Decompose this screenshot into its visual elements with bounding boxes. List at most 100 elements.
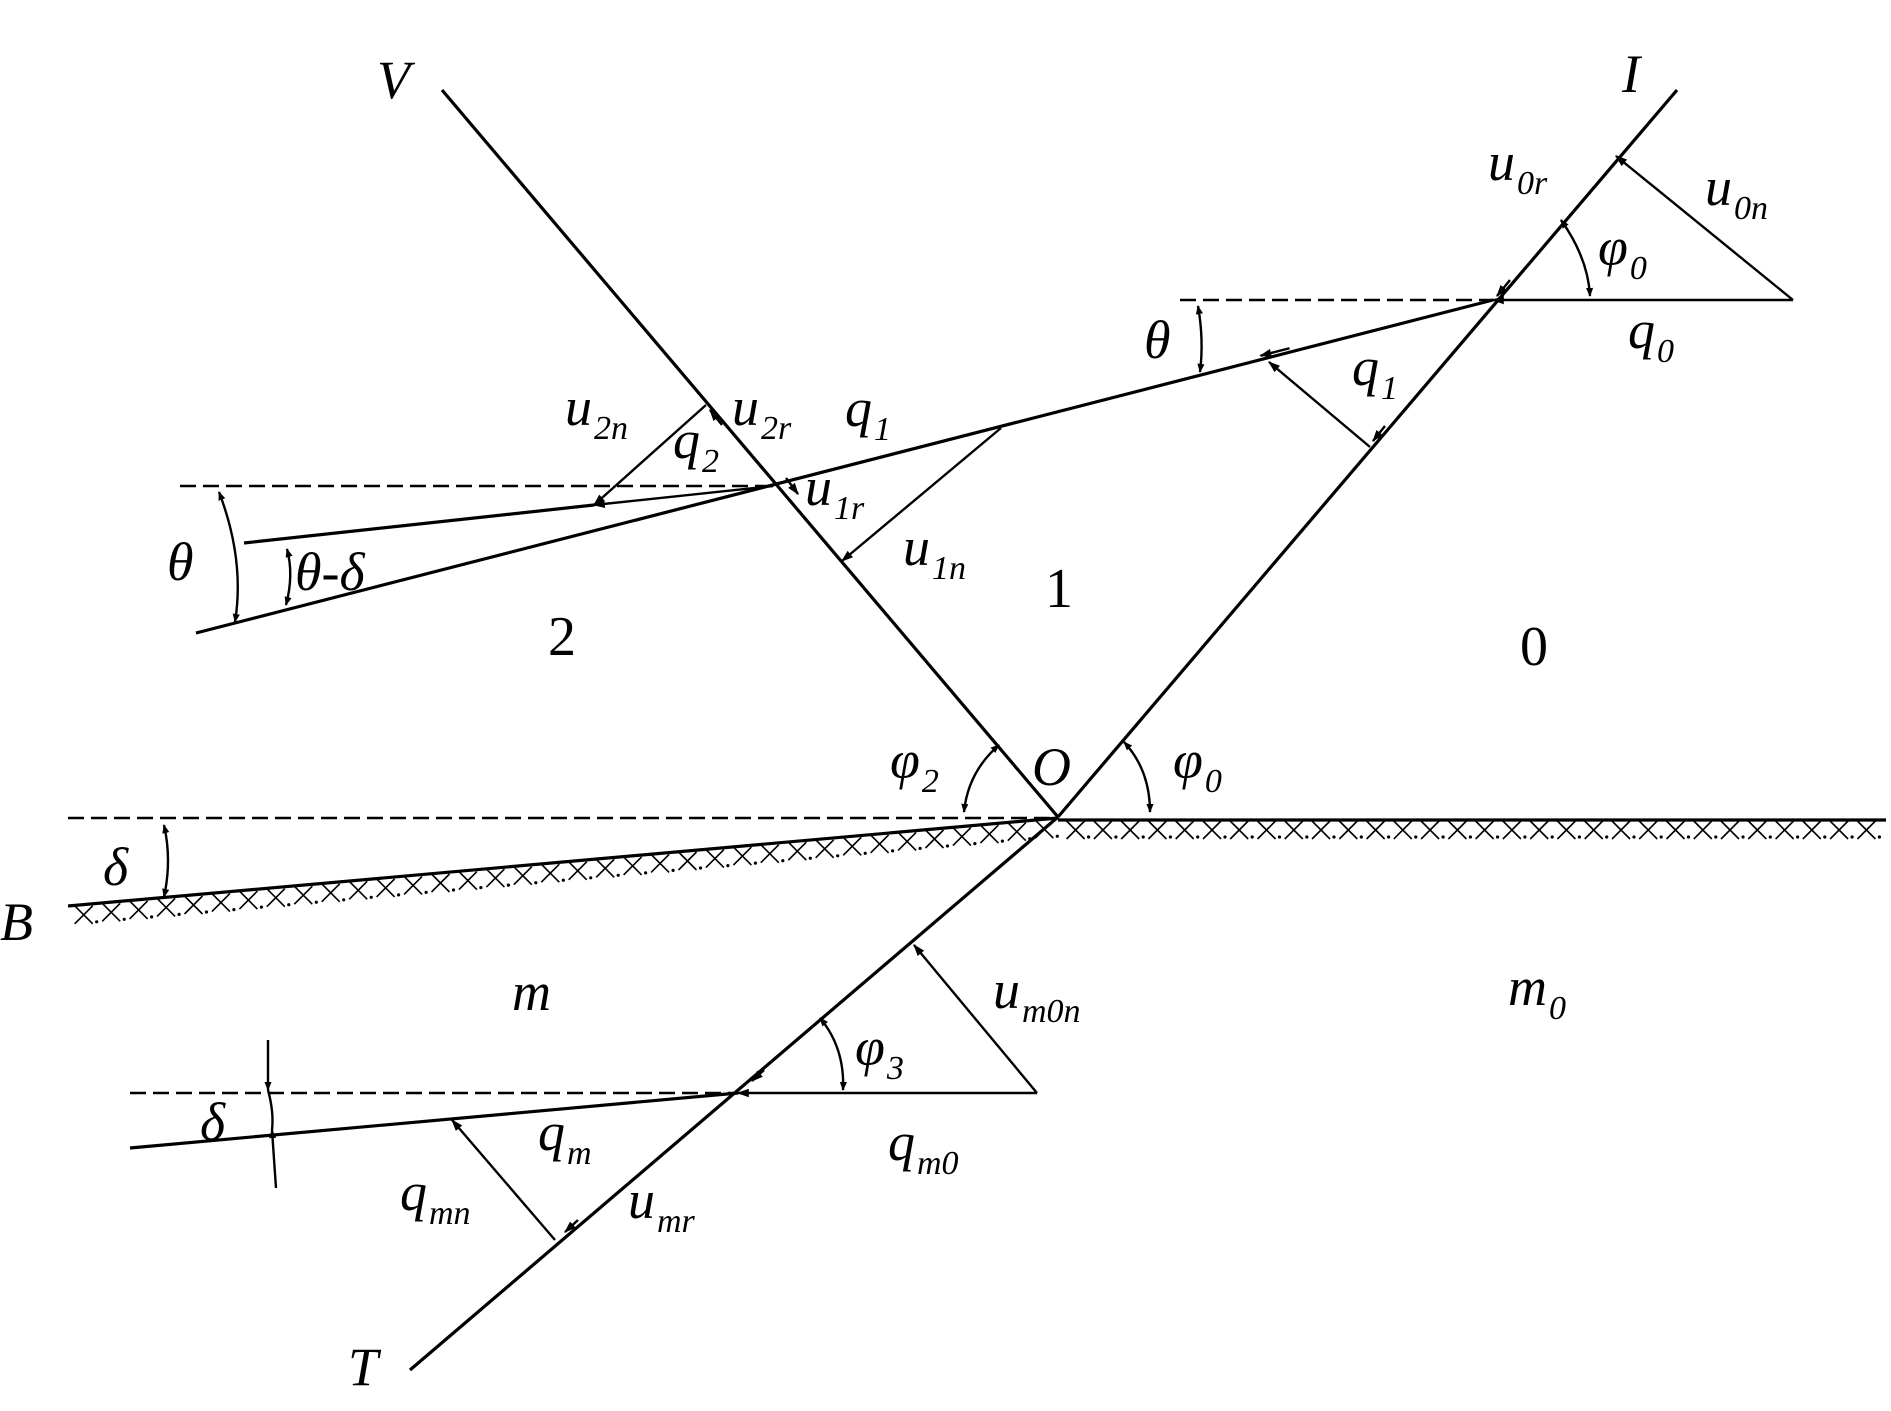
hatch-dot <box>1250 835 1254 839</box>
hatch-mark <box>1529 820 1549 840</box>
hatch-dot <box>781 859 785 863</box>
hatch-dot <box>1605 835 1609 839</box>
hatch-dot <box>1714 835 1718 839</box>
u1n-right-vector <box>1268 361 1371 448</box>
hatch-mark <box>1802 820 1822 840</box>
hatch-dot <box>671 868 675 873</box>
region-label-1: 1 <box>1045 558 1073 620</box>
hatch-mark <box>842 836 862 856</box>
hatch-dot <box>204 910 209 914</box>
region-label-2: 2 <box>548 606 576 668</box>
label-phi3: φ3 <box>855 1017 904 1087</box>
region-label-0: 0 <box>1520 616 1548 678</box>
hatch-mark <box>1502 820 1522 840</box>
hatch-mark <box>129 900 149 920</box>
label-u1r: u1r <box>805 457 865 527</box>
hatch-dot <box>342 898 346 902</box>
label-um0n: um0n <box>993 960 1081 1030</box>
hatch-mark <box>870 834 890 854</box>
hatch-mark <box>1366 820 1386 840</box>
hatch-dot <box>122 917 126 921</box>
hatch-mark <box>540 863 560 883</box>
hatch-mark <box>1720 820 1740 840</box>
hatch-mark <box>1747 820 1767 840</box>
hatch-dot <box>1877 835 1881 839</box>
label-theta-right: θ <box>1144 310 1171 370</box>
label-delta-lower: δ <box>200 1092 226 1152</box>
label-theta-minus-delta: θ-δ <box>295 542 366 602</box>
hatch-dot <box>1000 839 1005 843</box>
hatch-dot <box>1632 835 1636 839</box>
hatch-mark <box>293 885 313 905</box>
qmn-vector <box>451 1119 556 1241</box>
label-u2n: u2n <box>565 377 628 447</box>
u0r-arrow <box>1496 279 1511 297</box>
label-umr: umr <box>628 1170 696 1240</box>
hatch-dot <box>753 861 758 865</box>
hatch-dot <box>479 886 483 890</box>
hatch-mark <box>1475 820 1495 840</box>
hatch-mark <box>1007 822 1027 842</box>
hatch-mark <box>238 890 258 910</box>
hatch-mark <box>1693 820 1713 840</box>
hatch-mark <box>1829 820 1849 840</box>
hatch-dot <box>1168 835 1172 839</box>
hatch-mark <box>74 905 94 925</box>
hatch-dot <box>891 849 895 853</box>
label-qm0: qm0 <box>888 1112 959 1182</box>
hatch-mark <box>266 888 286 908</box>
hatch-dot <box>397 893 401 897</box>
u2r-arrow <box>709 409 723 426</box>
hatch-dot <box>1141 835 1145 839</box>
hatch-dot <box>616 873 620 877</box>
hatch-mark <box>101 902 121 922</box>
hatch-mark <box>321 883 341 903</box>
hatch-dot <box>698 866 703 870</box>
u1r-arrow <box>785 477 799 495</box>
wave-line-I <box>1056 88 1679 819</box>
hatch-mark <box>732 846 752 866</box>
label-q1-right: q1 <box>1352 337 1398 407</box>
q2-vector <box>592 484 774 509</box>
label-phi2: φ2 <box>890 730 939 800</box>
region-label-m: m <box>512 962 551 1022</box>
hatch-dot <box>506 883 510 887</box>
umr-arrow <box>564 1219 579 1233</box>
label-qm: qm <box>538 1102 592 1172</box>
hatch-dot <box>1414 835 1418 839</box>
hatch-dot <box>314 900 318 904</box>
hatch-dot <box>589 876 593 880</box>
hatch-mark <box>897 831 917 851</box>
hatch-mark <box>1202 820 1222 840</box>
hatch-dot <box>1496 835 1500 839</box>
hatch-mark <box>787 841 807 861</box>
hatch-dot <box>1796 835 1800 839</box>
hatch-dot <box>1577 835 1581 839</box>
hatch-mark <box>513 866 533 886</box>
hatch-mark <box>1093 820 1113 840</box>
hatch-dot <box>1659 835 1663 839</box>
label-delta-upper: δ <box>103 837 129 897</box>
hatch-dot <box>1359 835 1363 839</box>
hatch-mark <box>705 849 725 869</box>
hatch-dot <box>259 905 263 909</box>
hatch-mark <box>623 856 643 876</box>
qm-flow-line <box>129 1091 739 1150</box>
hatch-mark <box>815 839 835 859</box>
hatch-mark <box>1665 820 1686 840</box>
hatch-dot <box>451 888 456 892</box>
hatch-mark <box>1556 820 1576 840</box>
hatch-dot <box>726 864 730 868</box>
hatch-dot <box>1441 835 1445 839</box>
hatch-mark <box>1147 820 1167 840</box>
hatch-dot <box>1305 835 1309 839</box>
hatch-dot <box>1055 834 1059 838</box>
hatch-mark <box>760 844 780 864</box>
hatch-mark <box>348 880 368 900</box>
hatch-dot <box>1087 835 1091 839</box>
theta-left-arc <box>217 491 240 623</box>
u1r-right-arrow <box>1372 425 1386 442</box>
hatch-mark <box>1175 820 1195 840</box>
hatch-mark <box>595 858 615 878</box>
u0n-vector <box>1615 155 1794 301</box>
